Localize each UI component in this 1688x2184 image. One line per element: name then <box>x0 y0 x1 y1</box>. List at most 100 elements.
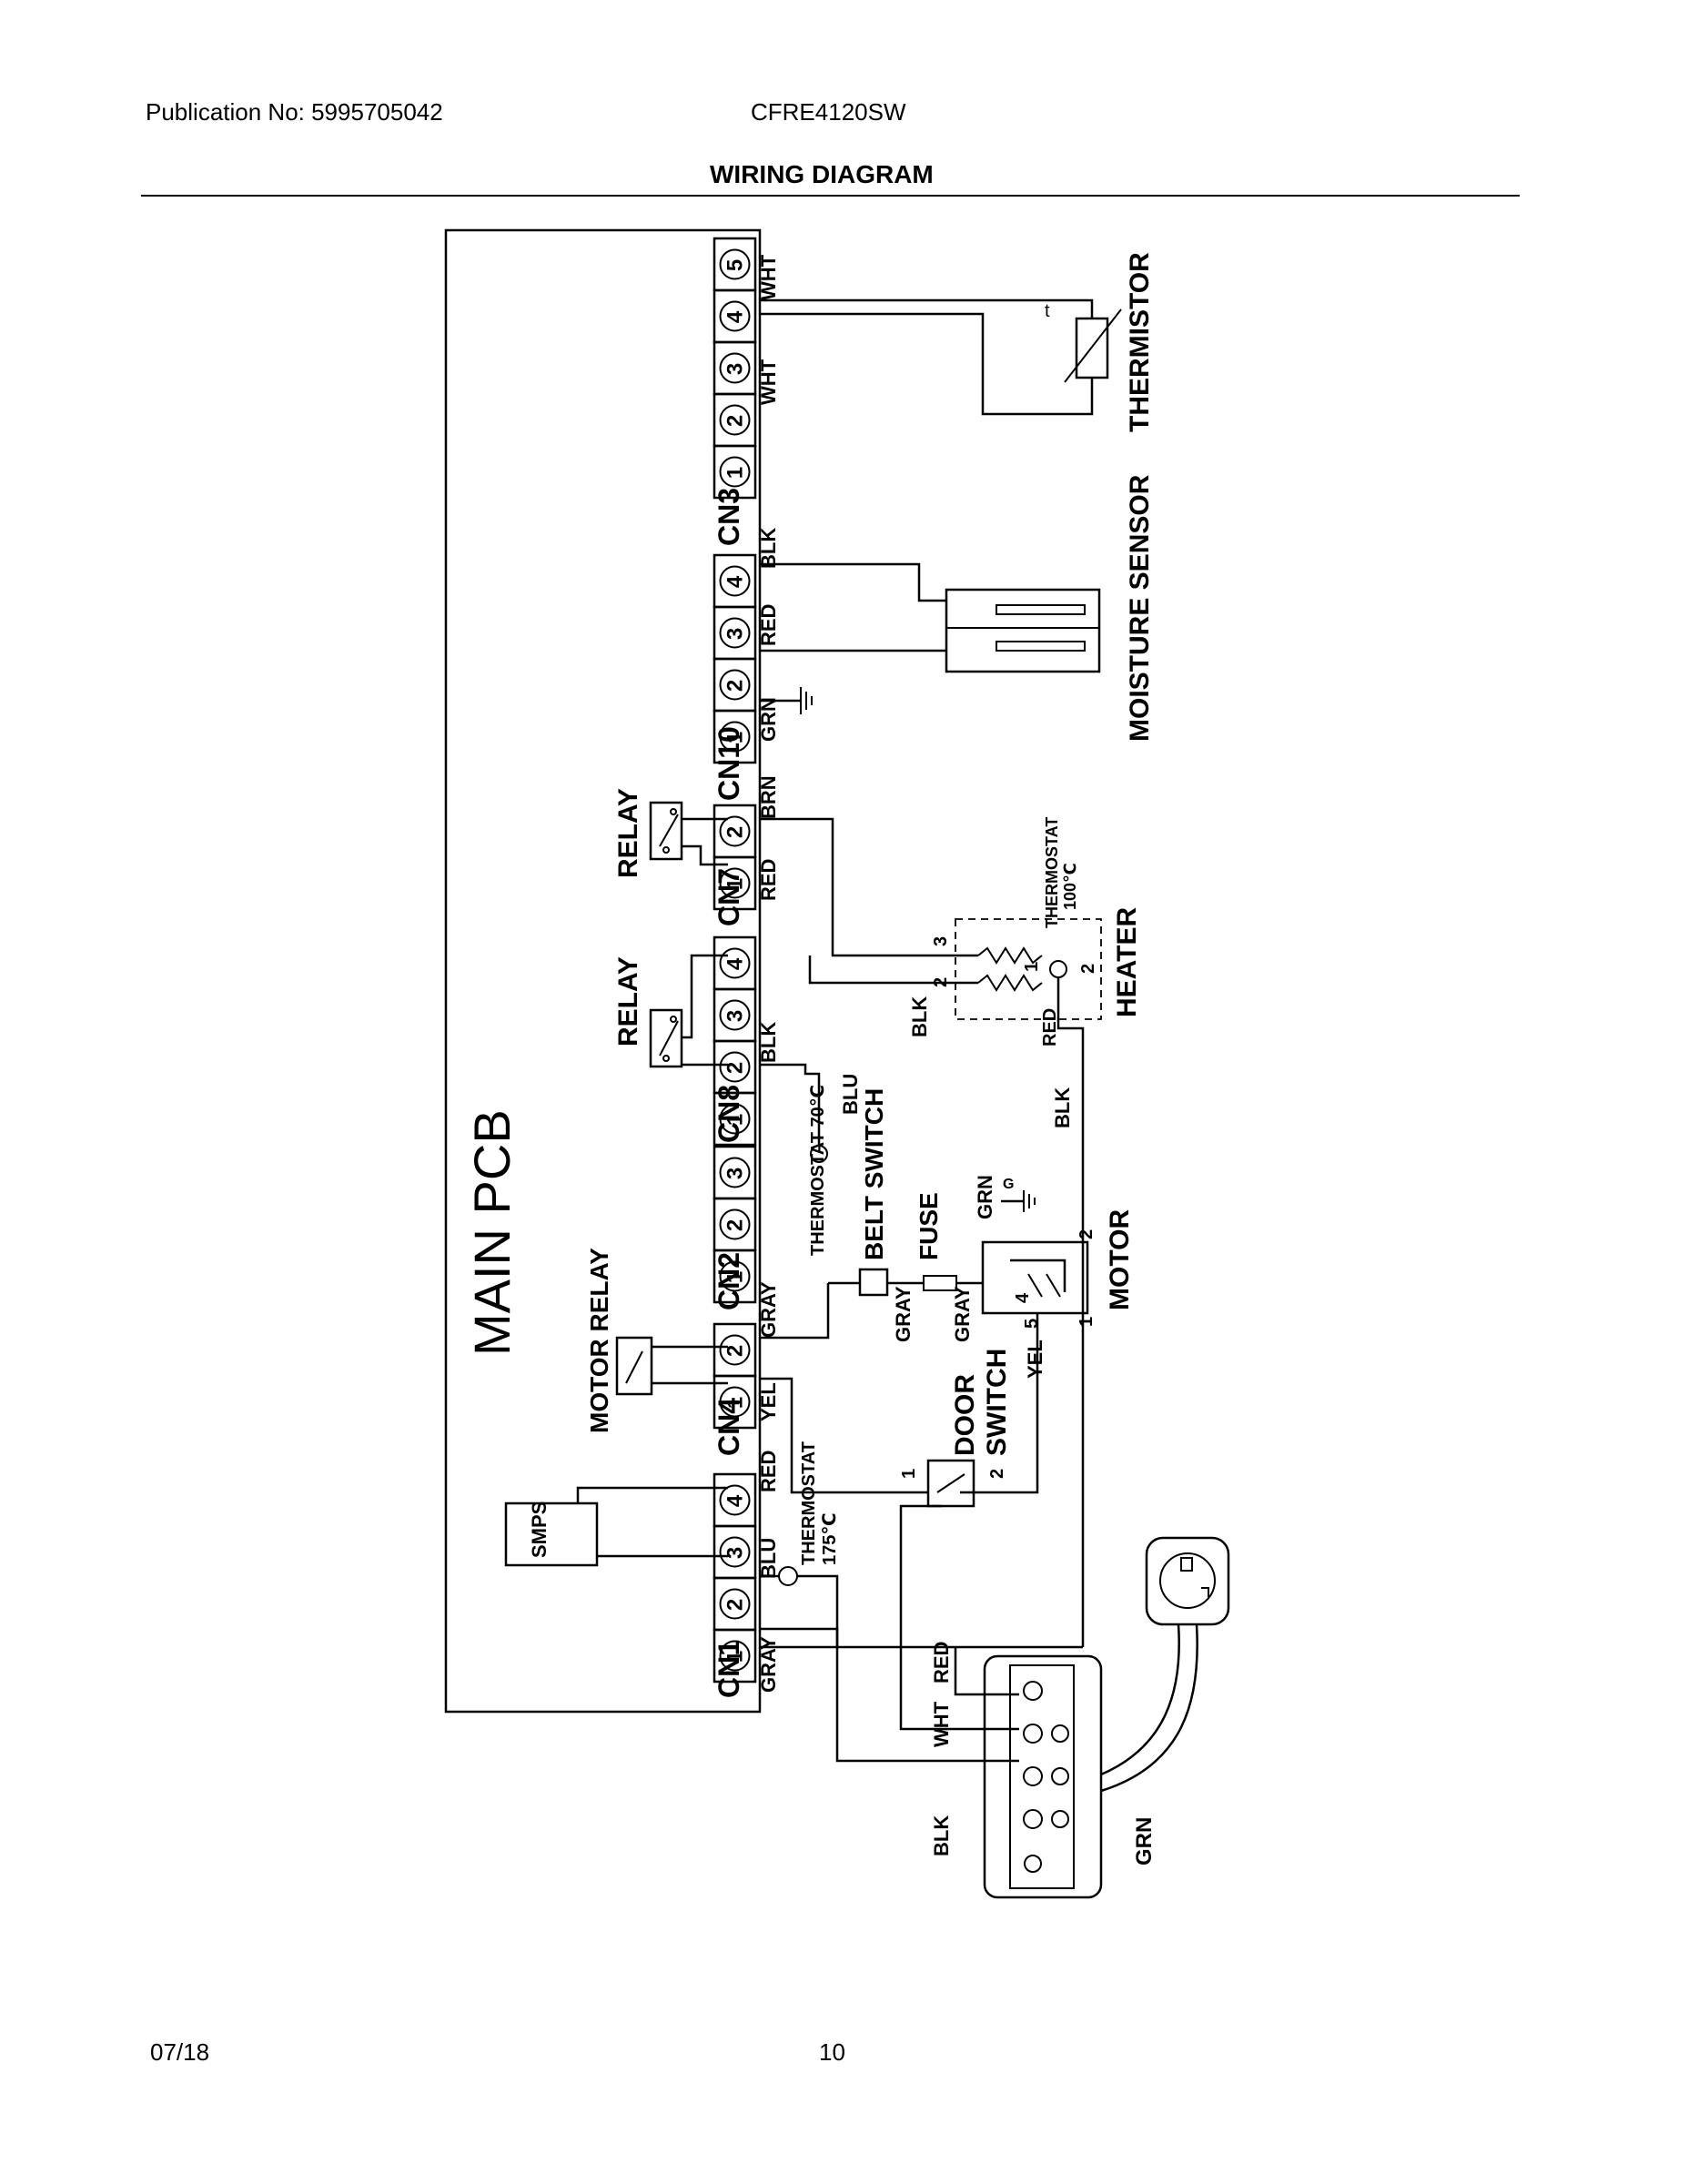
heater-assembly: 3 2 1 2 THERMOSTAT 100℃ HEATER BLK RED B… <box>760 817 1142 1647</box>
pin-number: 2 <box>723 680 748 692</box>
pin-circle <box>719 1260 751 1292</box>
publication-number: Publication No: 5995705042 <box>146 98 443 126</box>
pin-circle <box>719 1051 751 1083</box>
wire-label-blk-cn8: BLK <box>757 1022 780 1063</box>
pin-number: 4 <box>723 575 748 588</box>
supply-wires <box>760 1627 1083 1763</box>
pin-number: 2 <box>723 1345 748 1357</box>
motor-term-5: 5 <box>1022 1319 1042 1329</box>
pin-number: 2 <box>723 415 748 427</box>
cn3-label: CN3 <box>713 488 745 546</box>
heater-label: HEATER <box>1112 907 1142 1017</box>
thermostat-70-belt-switch: THERMOSTAT 70℃ BLU BELT SWITCH FUSE GRAY… <box>760 1063 983 1342</box>
pin-circle <box>719 1334 751 1366</box>
cn1-label: CN1 <box>713 1640 745 1698</box>
pin-number: 3 <box>723 1010 748 1022</box>
footer-date: 07/18 <box>150 2038 210 2066</box>
pin-number: 1 <box>723 1271 748 1283</box>
pin-number: 5 <box>723 259 748 271</box>
motor-yel: YEL <box>1024 1340 1046 1379</box>
pin-circle <box>719 1484 751 1516</box>
pin-number: 3 <box>723 1547 748 1559</box>
heater-term-1: 1 <box>1022 962 1042 972</box>
cn8-label: CN8 <box>713 1085 745 1143</box>
pin-circle <box>719 1208 751 1240</box>
pin-cell <box>713 855 757 911</box>
thermostat-175: THERMOSTAT 175℃ <box>760 1441 840 1647</box>
tb-blk: BLK <box>930 1815 953 1856</box>
fuse-gray-2: GRAY <box>951 1286 974 1342</box>
pin-circle <box>719 721 751 753</box>
moisture-sensor: MOISTURE SENSOR <box>760 474 1155 742</box>
motor: MOTOR GRN G 2 4 1 5 YEL <box>960 1175 1135 1494</box>
wire-label-gray-cn1: GRAY <box>757 1636 780 1693</box>
wire-label-red-cn7: RED <box>757 859 780 901</box>
pin-cell <box>713 709 757 764</box>
pin-number: 3 <box>723 628 748 640</box>
pin-cell <box>713 1628 757 1684</box>
wire-label-red-cn1: RED <box>757 1451 780 1492</box>
wire-label-wht-3: WHT <box>757 359 780 405</box>
wire-label-blk-cn10: BLK <box>757 528 780 569</box>
door-switch-label-1: DOOR <box>950 1374 980 1456</box>
pin-circle <box>719 669 751 701</box>
pin-number: 4 <box>723 1494 748 1507</box>
thermistor-label: THERMISTOR <box>1125 252 1155 432</box>
connector-labels: CN3 CN10 CN7 CN8 CN2 CN4 CN1 <box>713 488 745 1698</box>
motor-label: MOTOR <box>1105 1209 1135 1310</box>
cn10-label: CN10 <box>713 726 745 801</box>
wire-color-labels: WHT WHT BLK RED GRN BRN RED BLK GRAY YEL… <box>757 254 780 1693</box>
pin-number: 3 <box>723 363 748 375</box>
motor-grn: GRN <box>974 1175 996 1219</box>
pin-number: 2 <box>723 826 748 838</box>
heater-motor-blk: BLK <box>1051 1087 1074 1128</box>
door-switch-label-2: SWITCH <box>982 1349 1012 1456</box>
pin-circle <box>719 1640 751 1672</box>
header-divider <box>141 195 1520 197</box>
motor-relay-label: MOTOR RELAY <box>585 1248 613 1433</box>
pin-circle <box>719 1157 751 1188</box>
thermostat100-term-2: 2 <box>1078 964 1098 974</box>
thermostat-70-label: THERMOSTAT 70℃ <box>808 1085 828 1256</box>
heater-term-3: 3 <box>931 936 951 946</box>
wire-label-wht-5: WHT <box>757 254 780 300</box>
heater-term-2: 2 <box>931 977 951 987</box>
wire-label-brn-cn7: BRN <box>757 775 780 819</box>
main-pcb-label: MAIN PCB <box>463 1109 521 1356</box>
thermistor: t THERMISTOR <box>760 252 1155 432</box>
pin-cell <box>713 1374 757 1430</box>
fuse-label: FUSE <box>915 1192 943 1260</box>
thermostat-175-temp: 175℃ <box>820 1512 840 1565</box>
relay-cn7: RELAY <box>613 788 728 878</box>
motor-term-4: 4 <box>1013 1292 1033 1303</box>
pin-circle <box>719 456 751 488</box>
pin-number: 2 <box>723 1599 748 1611</box>
heater-wire-blk: BLK <box>908 996 931 1037</box>
relay-cn8: RELAY <box>613 954 728 1068</box>
thermistor-t-label: t <box>1045 301 1050 321</box>
pin-number: 1 <box>723 1651 748 1663</box>
tb-wht: WHT <box>930 1701 953 1747</box>
wire-label-blu-cn1: BLU <box>757 1538 780 1579</box>
pin-cell <box>713 1249 757 1304</box>
wire-label-red-cn10: RED <box>757 604 780 646</box>
motor-term-1: 1 <box>1076 1317 1097 1327</box>
moisture-sensor-label: MOISTURE SENSOR <box>1125 474 1155 742</box>
belt-switch-label: BELT SWITCH <box>860 1088 888 1260</box>
pin-circle <box>719 867 751 899</box>
wire-label-gray-cn2: GRAY <box>757 1281 780 1338</box>
wire-label-yel-cn4: YEL <box>757 1382 780 1421</box>
terminal-block: RED WHT BLK GRN <box>930 1642 1157 1899</box>
page-number: 10 <box>819 2038 845 2066</box>
pin-circle <box>719 1536 751 1568</box>
pin-number: 1 <box>723 1397 748 1409</box>
motor-relay: MOTOR RELAY <box>585 1248 830 1433</box>
thermostat-175-label: THERMOSTAT <box>799 1441 819 1565</box>
smps-label: SMPS <box>528 1502 551 1558</box>
tb-red: RED <box>930 1642 953 1684</box>
pin-circle <box>719 1103 751 1135</box>
pin-number: 2 <box>723 1219 748 1231</box>
pin-number: 1 <box>723 1114 748 1126</box>
model-number: CFRE4120SW <box>751 98 906 126</box>
